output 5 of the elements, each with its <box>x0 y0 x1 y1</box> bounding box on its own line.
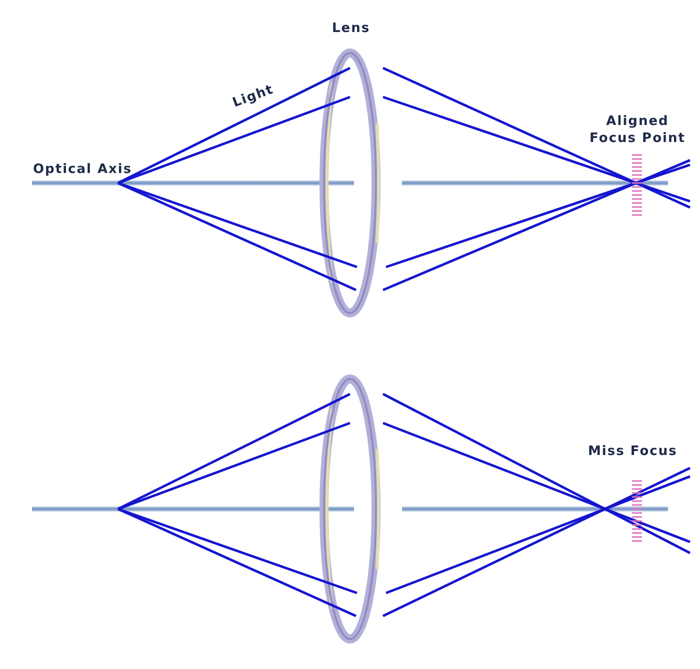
focus-label: Miss Focus <box>588 443 678 460</box>
focus-label: Aligned Focus Point <box>588 113 686 147</box>
light-label: Light <box>230 81 276 112</box>
axis-label: Optical Axis <box>33 161 132 178</box>
lens-label: Lens <box>332 20 370 37</box>
